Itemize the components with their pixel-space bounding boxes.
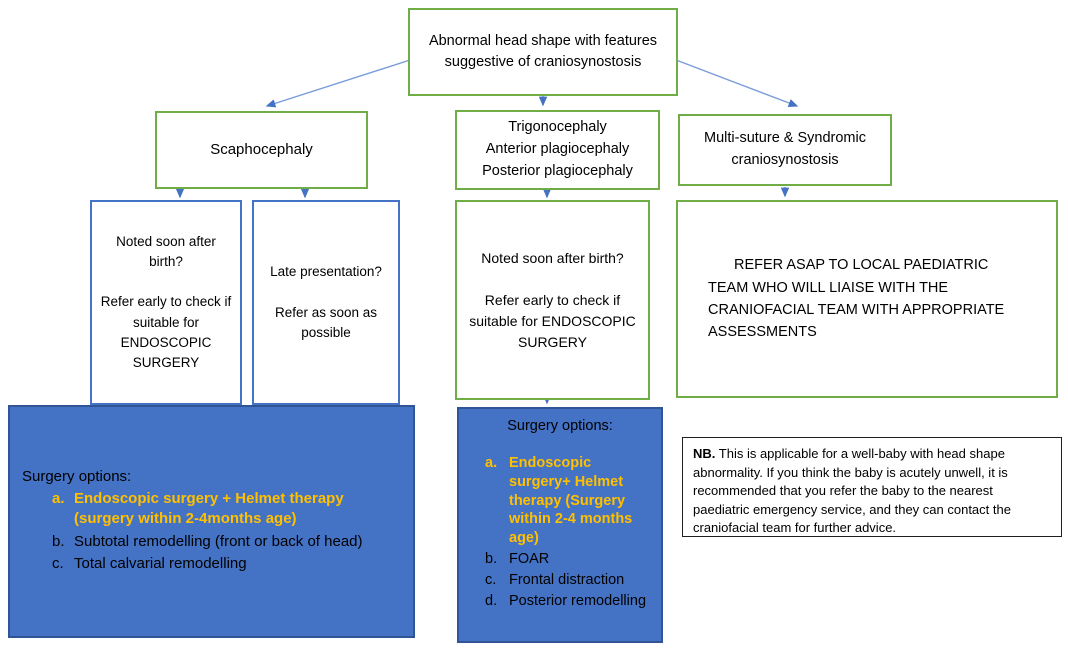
surgery-options-mid-heading: Surgery options: [507,418,613,434]
surgery-option-item: b. FOAR [459,550,661,569]
surgery-options-mid: Surgery options: a. Endoscopic surgery+ … [457,407,663,643]
item-marker: b. [52,532,65,550]
item-marker: c. [485,571,497,588]
branch-multisuture-label: Multi-suture & Syndromic craniosynostosi… [704,130,866,168]
item-marker: b. [485,551,498,568]
arrow-root-to-multisuture [675,59,799,107]
item-text: Total calvarial remodelling [74,554,247,572]
item-marker: c. [52,554,64,572]
root-box-text: Abnormal head shape with features sugges… [428,32,658,70]
item-text: Subtotal remodelling (front or back of h… [74,532,363,550]
surgery-option-item: d. Posterior remodelling [459,592,661,611]
item-text: Endoscopic surgery + Helmet therapy (sur… [74,490,344,528]
decision-noted-early-mid: Noted soon after birth? Refer early to c… [455,200,650,400]
nb-body: This is applicable for a well-baby with … [693,446,1011,536]
item-text: Endoscopic surgery+ Helmet therapy (Surg… [509,454,633,547]
surgery-option-item: c. Frontal distraction [459,571,661,590]
surgery-option-item: a. Endoscopic surgery + Helmet therapy (… [10,489,392,530]
surgery-option-item: b. Subtotal remodelling (front or back o… [10,532,363,552]
decision-late-presentation: Late presentation? Refer as soon as poss… [252,200,400,405]
item-marker: a. [485,454,498,471]
arrow-root-to-scaphocephaly [265,59,411,108]
nb-prefix: NB. [693,446,716,461]
branch-trigonocephaly: Trigonocephaly Anterior plagiocephaly Po… [455,110,660,190]
refer-asap-box: REFER ASAP TO LOCAL PAEDIATRIC TEAM WHO … [676,200,1058,398]
nb-note-text: NB. This is applicable for a well-baby w… [693,445,1051,538]
surgery-option-item: a. Endoscopic surgery+ Helmet therapy (S… [459,454,661,548]
decision-late-presentation-text: Late presentation? Refer as soon as poss… [270,264,382,340]
decision-noted-early-mid-text: Noted soon after birth? Refer early to c… [469,249,636,350]
item-marker: a. [52,490,65,508]
decision-noted-early-left: Noted soon after birth? Refer early to c… [90,200,242,405]
root-box: Abnormal head shape with features sugges… [408,8,678,96]
item-text: FOAR [509,551,550,568]
branch-multisuture: Multi-suture & Syndromic craniosynostosi… [678,114,892,186]
branch-trigonocephaly-label: Trigonocephaly Anterior plagiocephaly Po… [482,119,633,179]
nb-note-box: NB. This is applicable for a well-baby w… [682,437,1062,537]
branch-scaphocephaly-label: Scaphocephaly [210,141,313,159]
surgery-option-item: c. Total calvarial remodelling [10,554,247,574]
surgery-options-left-heading: Surgery options: [22,467,132,485]
branch-scaphocephaly: Scaphocephaly [155,111,368,189]
surgery-options-left: Surgery options: a. Endoscopic surgery +… [8,405,415,638]
item-text: Frontal distraction [509,571,625,588]
decision-noted-early-left-text: Noted soon after birth? Refer early to c… [100,233,232,371]
item-marker: d. [485,592,498,609]
item-text: Posterior remodelling [509,592,647,609]
refer-asap-text: REFER ASAP TO LOCAL PAEDIATRIC TEAM WHO … [708,257,1005,341]
